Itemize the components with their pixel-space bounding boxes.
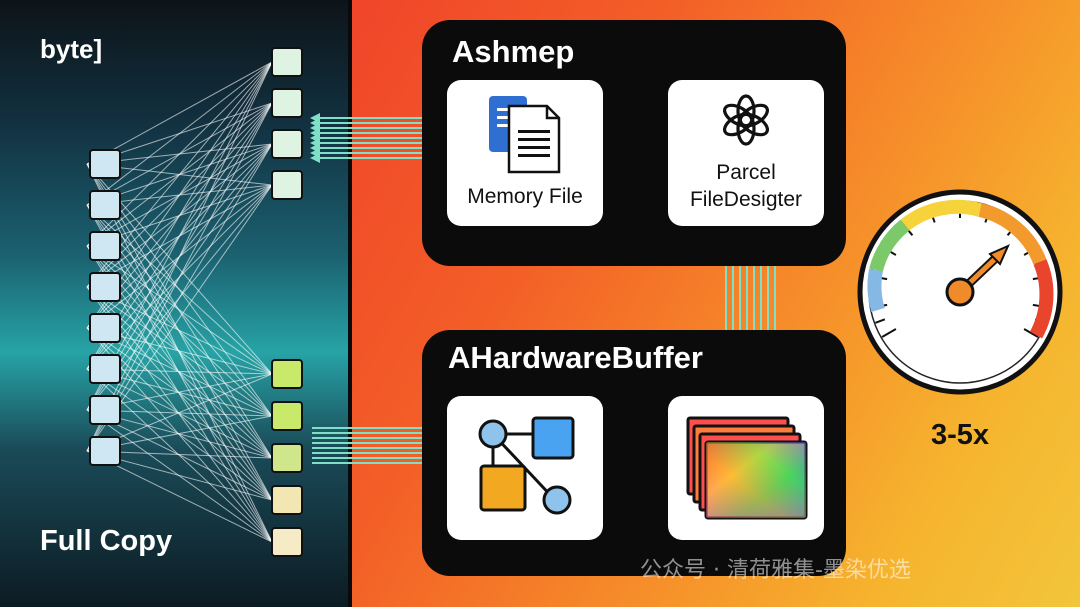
byte-cell [271,485,303,515]
byte-cell [271,129,303,159]
full-copy-label: Full Copy [40,525,173,557]
byte-cell [271,527,303,557]
parcel-file-descriptor-card: Parcel FileDesigter [668,80,824,226]
byte-cell [89,395,121,425]
byte-cell [89,354,121,384]
parcel-label-line2: FileDesigter [689,188,803,211]
byte-cell [271,47,303,77]
byte-array-label: byte] [40,34,103,64]
memory-file-label: Memory File [467,185,583,208]
byte-cell [89,272,121,302]
byte-cell [89,190,121,220]
byte-cell [271,359,303,389]
byte-cell [271,170,303,200]
byte-cell [89,313,121,343]
ahardwarebuffer-title: AHardwareBuffer [448,340,703,375]
parcel-label-line1: Parcel [716,161,776,184]
memory-file-card: Memory File [447,80,603,226]
document-icon [489,96,561,174]
byte-cell [271,88,303,118]
byte-cell [89,231,121,261]
byte-cell [271,401,303,431]
image-layers-icon [686,416,808,520]
node-graph-card [447,396,603,540]
copy-network-nodes [89,47,303,557]
image-layers-card [668,396,824,540]
watermark-text: 公众号 · 清荷雅集-墨染优选 [640,558,911,583]
byte-cell [271,443,303,473]
speedup-label: 3-5x [930,419,990,451]
section-divider [348,0,352,607]
byte-cell [89,149,121,179]
node-graph-icon [478,416,575,515]
openai-knot-icon [723,94,769,146]
ashmem-title: Ashmep [452,34,575,69]
byte-cell [89,436,121,466]
